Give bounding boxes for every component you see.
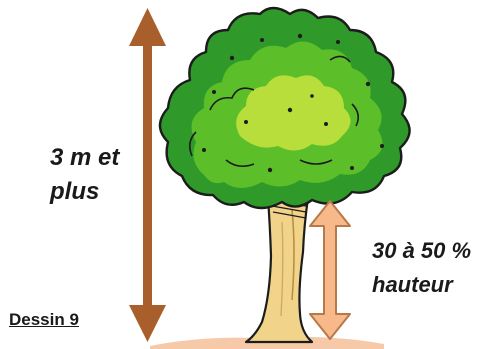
tree-foliage [158,6,411,210]
total-height-label: 3 m et plus [50,141,119,209]
total-height-label-line1: 3 m et [50,144,120,171]
tree-trunk [244,196,314,344]
total-height-label-line2: plus [50,178,100,205]
total-height-arrow [129,8,166,342]
figure-caption: Dessin 9 [9,310,79,329]
trunk-ratio-label-line2: hauteur [372,272,453,297]
trunk-ratio-label-line1: 30 à 50 % [372,238,472,263]
trunk-height-arrow [309,200,351,340]
trunk-ratio-label: 30 à 50 % hauteur [372,234,471,302]
